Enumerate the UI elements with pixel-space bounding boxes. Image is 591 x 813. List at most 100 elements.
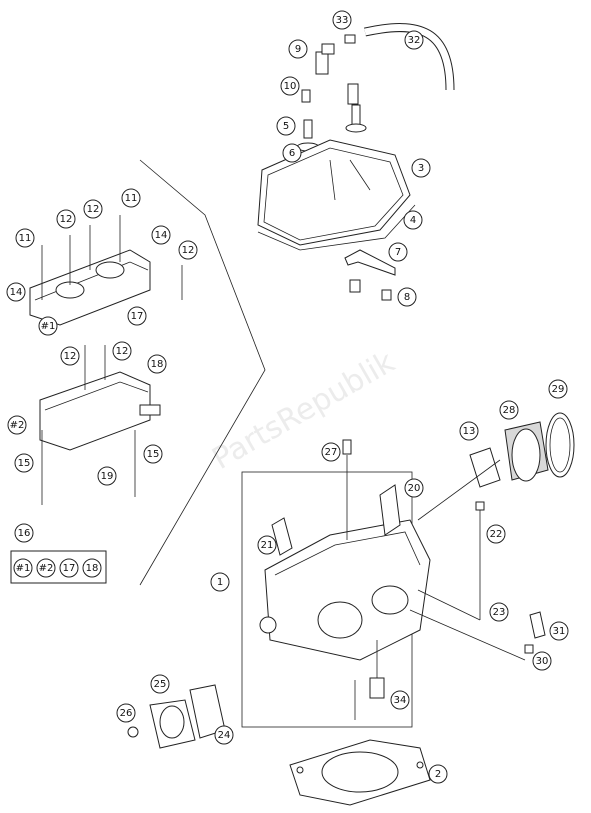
callout-label: 21 [261,540,274,551]
callout-circle [38,316,58,336]
callout-c13: 13 [459,421,479,441]
callout-circle [388,242,408,262]
leader-23 [417,589,481,621]
callout-circle [459,421,479,441]
callout-circle [143,444,163,464]
callout-c17b: 17 [59,558,79,578]
sensor-small [349,279,361,293]
callout-c19: 19 [97,466,117,486]
callout-label: 12 [64,351,77,362]
callout-label: 34 [394,695,407,706]
callout-circle [36,558,56,578]
callout-label: 6 [289,148,295,159]
callout-c3: 3 [411,158,431,178]
callout-label: 28 [503,405,516,416]
callout-circle [489,602,509,622]
valve-guide-21 [271,517,293,556]
callout-label: 2 [435,769,441,780]
callout-c12a: 12 [56,209,76,229]
bridge-bolts-upper [41,215,183,300]
callout-c8: 8 [397,287,417,307]
callout-circle [428,764,448,784]
callout-label: 8 [404,292,410,303]
valve-cover [257,139,411,246]
callout-label: 19 [101,471,114,482]
callout-circle [59,558,79,578]
washer-30 [524,644,534,654]
callout-circle [13,558,33,578]
exhaust-flange-25 [149,699,196,749]
callout-circle [403,210,423,230]
callout-c17a: 17 [127,306,147,326]
callout-circle [397,287,417,307]
callout-label: 24 [218,730,231,741]
callout-circle [214,725,234,745]
breather-fitting [315,43,335,75]
callout-c2a: #2 [7,415,27,435]
nut-26 [127,726,139,738]
cylinder-head [259,519,431,661]
callout-c12d: 12 [60,346,80,366]
callout-c16: 16 [14,523,34,543]
callout-c18a: 18 [147,354,167,374]
callout-circle [548,379,568,399]
callout-c14a: 14 [151,225,171,245]
callout-c14b: 14 [6,282,26,302]
callout-label: 5 [283,121,289,132]
clip-13 [469,447,501,488]
callout-label: 26 [120,708,133,719]
callout-circle [404,30,424,50]
callout-label: 23 [493,607,506,618]
callout-c27: 27 [321,442,341,462]
callout-circle [257,535,277,555]
callout-circle [147,354,167,374]
callout-circle [332,10,352,30]
callout-label: 16 [18,528,31,539]
rocker-bridge-lower [39,371,161,451]
callout-c32: 32 [404,30,424,50]
callout-label: 4 [410,215,416,226]
spark-plug-sleeve-34 [369,640,385,699]
callout-circle [210,572,230,592]
callout-c34: 34 [390,690,410,710]
callout-label: 9 [295,44,301,55]
callout-c12c: 12 [178,240,198,260]
callout-label: 15 [18,458,31,469]
callout-c12e: 12 [112,341,132,361]
callout-circle [15,228,35,248]
callout-circle [56,209,76,229]
callout-label: 7 [395,247,401,258]
callout-circle [486,524,506,544]
hose-clamp-29 [545,412,575,478]
callout-c30: 30 [532,651,552,671]
temp-sensor-31 [529,611,546,639]
callout-label: 29 [552,384,565,395]
valve-cover-gasket [257,204,416,251]
callout-c18b: 18 [82,558,102,578]
callout-label: 27 [325,447,338,458]
callout-circle [178,240,198,260]
callout-circle [14,453,34,473]
callout-label: 17 [131,311,144,322]
callout-c1b: #1 [13,558,33,578]
callout-circle [411,158,431,178]
callout-circle [14,523,34,543]
callout-label: 31 [553,626,566,637]
leader-30 [409,609,526,661]
callout-circle [276,116,296,136]
callout-label: 14 [155,230,168,241]
dowel-27 [342,439,352,540]
callout-label: 12 [87,204,100,215]
bracket [344,249,396,276]
callout-label: 1 [217,577,223,588]
callout-c26: 26 [116,703,136,723]
valve-cover-bolt-right [345,83,367,133]
callout-circle [499,400,519,420]
callout-circle [282,143,302,163]
callout-c21: 21 [257,535,277,555]
callout-label: 12 [182,245,195,256]
callout-c10: 10 [280,76,300,96]
callout-circle [60,346,80,366]
